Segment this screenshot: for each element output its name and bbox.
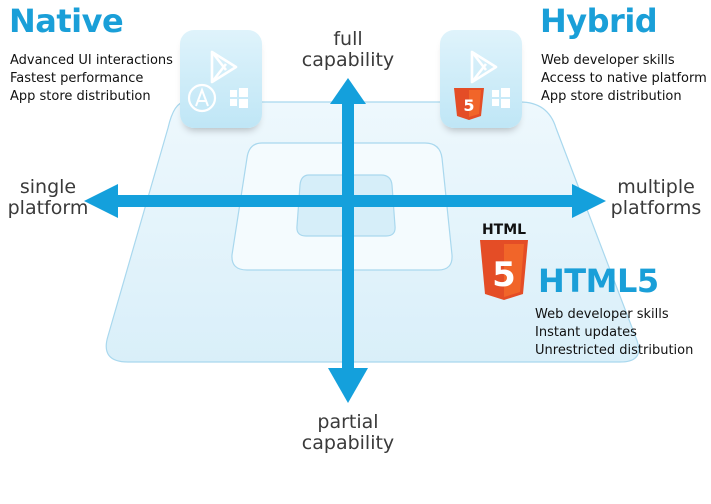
native-feature: App store distribution xyxy=(10,89,151,104)
hybrid-tile-icons: 5 xyxy=(454,50,510,120)
native-app-tile xyxy=(180,30,262,128)
app-store-icon xyxy=(187,83,217,113)
native-feature: Fastest performance xyxy=(10,71,144,86)
hybrid-feature-list: Web developer skills Access to native pl… xyxy=(541,52,707,106)
native-feature-list: Advanced UI interactions Fastest perform… xyxy=(10,52,173,106)
native-title: Native xyxy=(9,2,124,40)
hybrid-app-tile: 5 xyxy=(440,30,522,128)
html5-feature: Web developer skills xyxy=(535,307,669,322)
axis-label-right: multiple platforms xyxy=(610,176,702,219)
vertical-axis-arrow xyxy=(328,78,368,403)
windows-store-icon xyxy=(230,88,248,108)
html5-logo: HTML 5 xyxy=(474,220,534,304)
axis-label-left: single platform xyxy=(7,176,89,219)
html5-feature: Instant updates xyxy=(535,325,637,340)
html5-badge-text: HTML xyxy=(482,222,526,238)
html5-feature: Unrestricted distribution xyxy=(535,343,694,358)
hybrid-feature: Access to native platform xyxy=(541,71,707,86)
play-store-icon xyxy=(210,50,238,84)
svg-text:5: 5 xyxy=(463,96,474,115)
html5-title: HTML5 xyxy=(538,262,659,300)
hybrid-feature: App store distribution xyxy=(541,89,682,104)
axis-label-bottom: partial capability xyxy=(301,411,395,454)
axis-label-top: full capability xyxy=(301,28,395,71)
native-feature: Advanced UI interactions xyxy=(10,53,173,68)
html5-shield-icon: HTML 5 xyxy=(480,222,528,300)
native-tile-icons xyxy=(187,50,248,113)
windows-store-icon xyxy=(492,88,510,108)
play-store-icon xyxy=(470,50,498,84)
hybrid-feature: Web developer skills xyxy=(541,53,675,68)
html5-shield-digit: 5 xyxy=(492,255,516,295)
hybrid-title: Hybrid xyxy=(540,2,658,40)
html5-feature-list: Web developer skills Instant updates Unr… xyxy=(535,306,693,360)
html5-icon: 5 xyxy=(454,88,484,120)
